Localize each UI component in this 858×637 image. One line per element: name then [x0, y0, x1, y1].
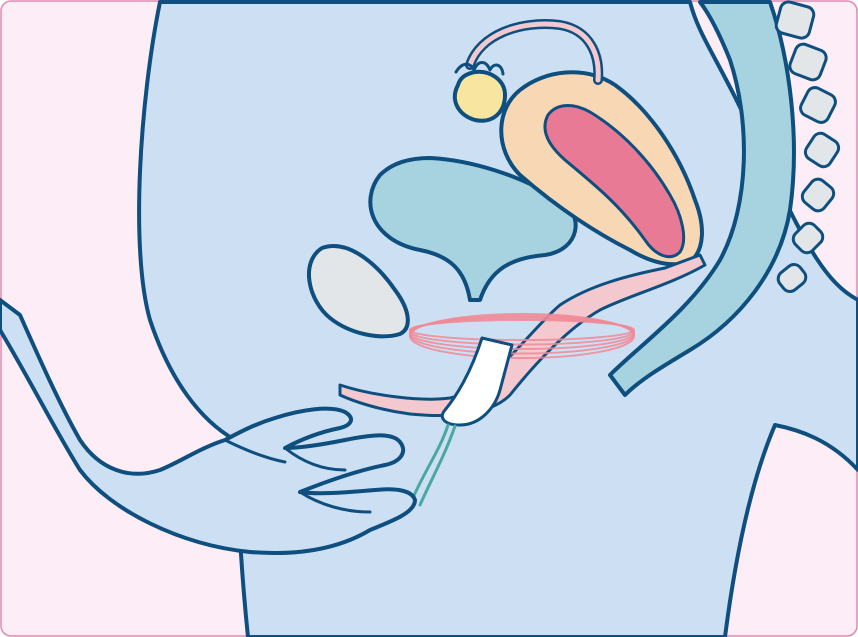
vertebra [774, 0, 815, 40]
ovary [455, 72, 505, 121]
